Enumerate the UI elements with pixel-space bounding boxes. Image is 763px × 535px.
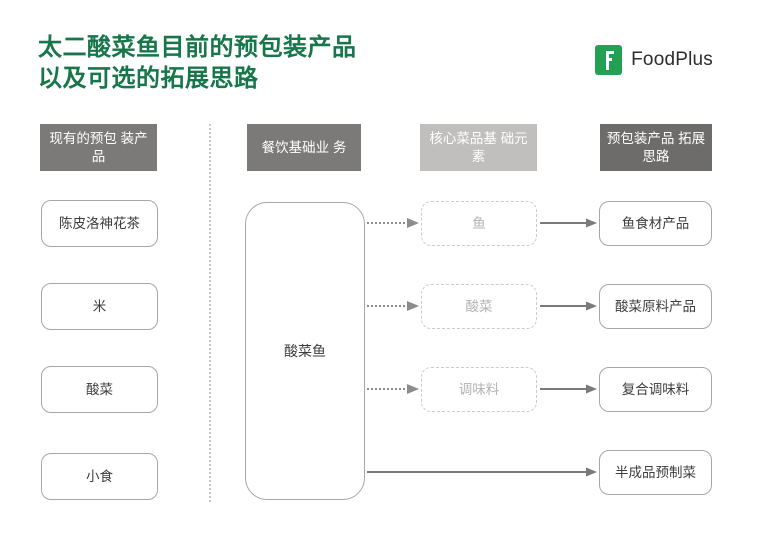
column-header-existing-products: 现有的预包 装产品 (40, 124, 157, 171)
existing-product-box: 酸菜 (41, 366, 158, 413)
vertical-dotted-divider (209, 124, 211, 502)
column-header-prepackaged-ideas: 预包装产品 拓展思路 (600, 124, 712, 171)
solid-arrow-icon (540, 383, 597, 395)
existing-product-box: 米 (41, 283, 158, 330)
expansion-idea-box: 酸菜原料产品 (599, 284, 712, 329)
logo-glyph-mid (606, 58, 613, 61)
dotted-arrow-icon (367, 300, 419, 312)
core-element-box: 酸菜 (421, 284, 537, 329)
dotted-arrow-icon (367, 217, 419, 229)
core-business-box: 酸菜鱼 (245, 202, 365, 500)
column-header-core-elements: 核心菜品基 础元素 (420, 124, 537, 171)
logo-glyph-stem (606, 51, 610, 70)
solid-arrow-icon (540, 217, 597, 229)
core-element-box: 鱼 (421, 201, 537, 246)
solid-arrow-icon-long (367, 466, 597, 478)
expansion-idea-box: 鱼食材产品 (599, 201, 712, 246)
foodplus-logo-icon (595, 45, 623, 75)
column-header-restaurant-base: 餐饮基础业 务 (247, 124, 361, 171)
core-element-box: 调味料 (421, 367, 537, 412)
existing-product-box: 陈皮洛神花茶 (41, 200, 158, 247)
dotted-arrow-icon (367, 383, 419, 395)
solid-arrow-icon (540, 300, 597, 312)
expansion-idea-box: 半成品预制菜 (599, 450, 712, 495)
brand-logo: FoodPlus (595, 45, 713, 75)
page-title: 太二酸菜鱼目前的预包装产品 以及可选的拓展思路 (38, 34, 357, 92)
brand-name: FoodPlus (631, 49, 713, 70)
existing-product-box: 小食 (41, 453, 158, 500)
expansion-idea-box: 复合调味料 (599, 367, 712, 412)
logo-glyph-top (606, 51, 615, 54)
